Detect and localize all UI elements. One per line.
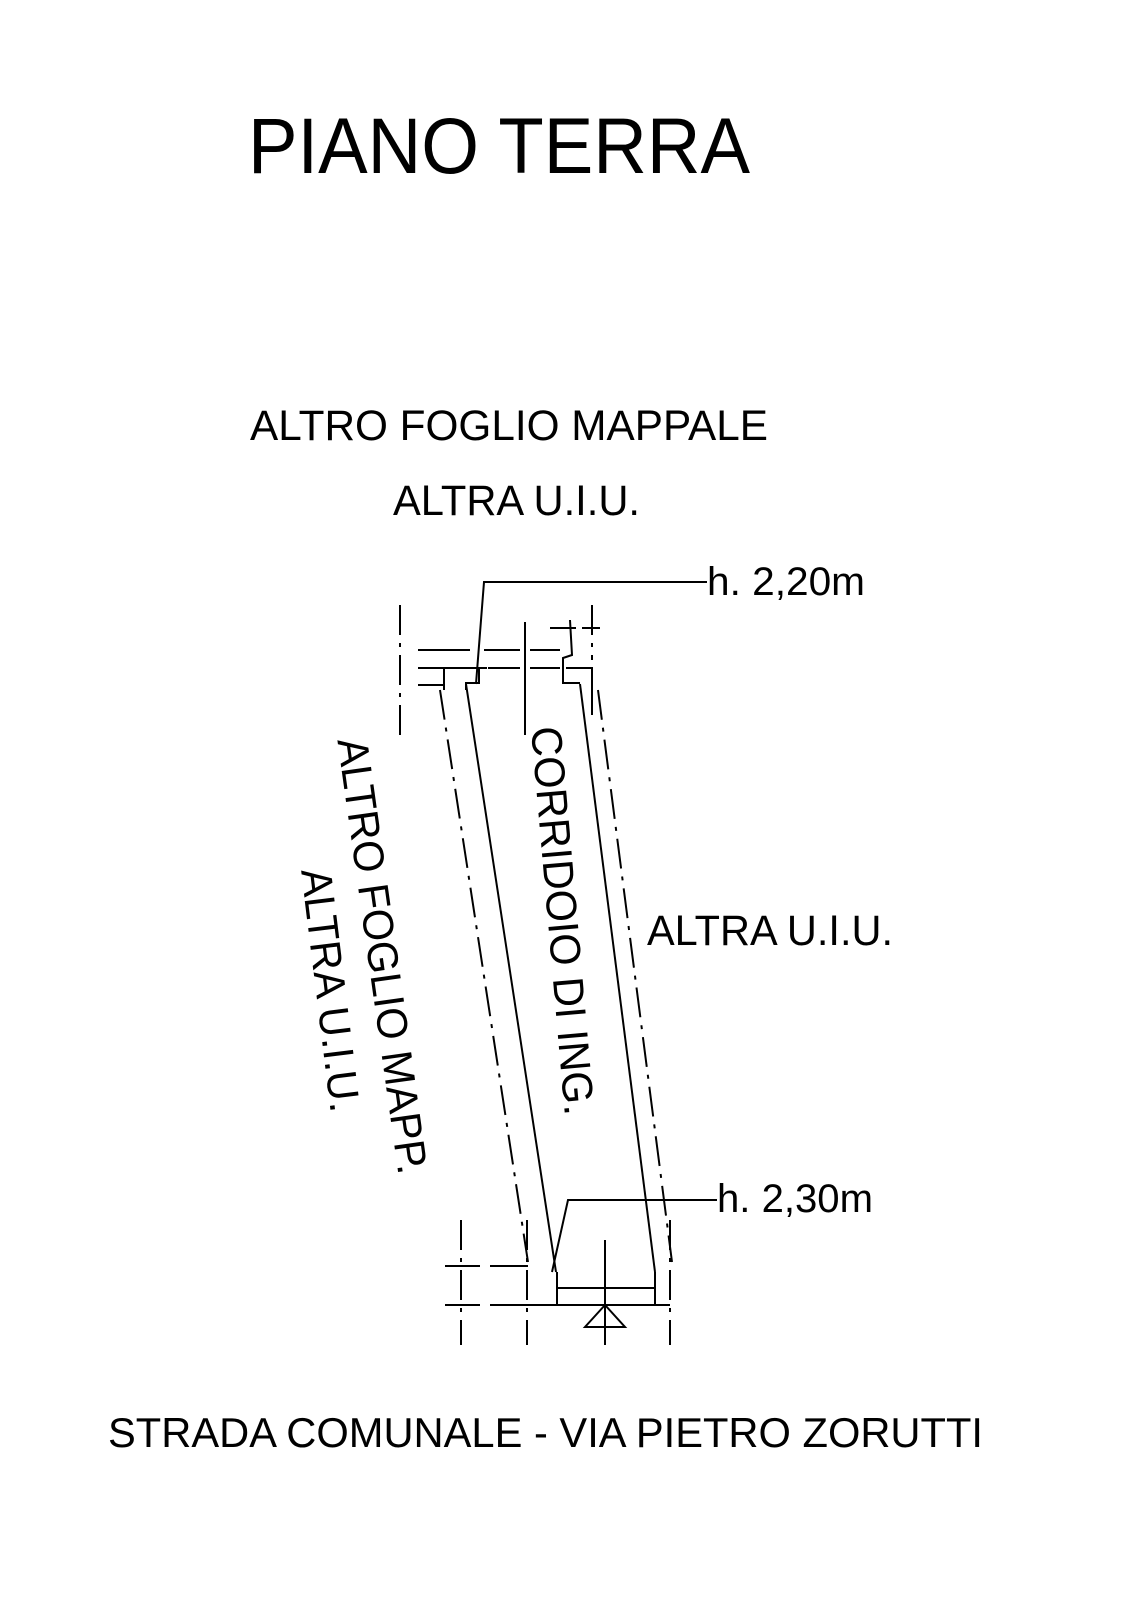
plan-title: PIANO TERRA: [248, 101, 750, 190]
north-neighbor-label: ALTRO FOGLIO MAPPALE: [250, 402, 768, 450]
entrance-arrow-icon: [582, 1303, 628, 1328]
height-bottom-leader: [551, 1199, 717, 1273]
height-top-leader: [475, 581, 707, 685]
right-boundary-line: [597, 689, 673, 1263]
east-unit-label: ALTRA U.I.U.: [647, 907, 893, 955]
corridor-label: CORRIDOIO DI ING.: [521, 724, 603, 1117]
height-bottom-label: h. 2,30m: [717, 1177, 873, 1221]
corridor-right-wall: [579, 683, 656, 1273]
north-unit-label: ALTRA U.I.U.: [393, 477, 640, 525]
height-top-label: h. 2,20m: [707, 560, 865, 604]
left-boundary-line: [439, 689, 529, 1263]
bottom-entrance-detail: [445, 1199, 717, 1345]
corridor-left-wall: [465, 683, 557, 1273]
street-label: STRADA COMUNALE - VIA PIETRO ZORUTTI: [108, 1409, 983, 1456]
top-entrance-detail: [399, 581, 707, 738]
